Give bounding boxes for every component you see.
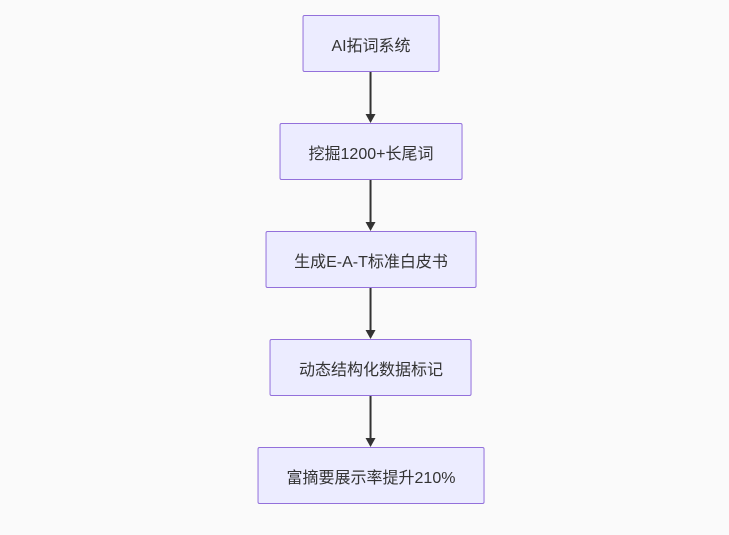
flow-node-label: 生成E-A-T标准白皮书 <box>294 253 448 271</box>
flow-node-rich-snippet-result: 富摘要展示率提升210% <box>257 447 485 504</box>
flow-arrow-2 <box>366 180 376 231</box>
flow-node-label: 挖掘1200+长尾词 <box>308 145 434 163</box>
flow-arrow-1 <box>366 72 376 123</box>
flow-node-label: AI拓词系统 <box>331 37 411 55</box>
flowchart: AI拓词系统 挖掘1200+长尾词 生成E-A-T标准白皮书 动态结构化数据标记 <box>257 15 485 504</box>
arrowhead-down-icon <box>366 330 376 339</box>
flow-arrow-4 <box>366 396 376 447</box>
flow-node-label: 富摘要展示率提升210% <box>286 469 456 487</box>
arrowhead-down-icon <box>366 438 376 447</box>
flow-node-ai-keyword-system: AI拓词系统 <box>302 15 440 72</box>
arrow-line <box>370 72 372 114</box>
arrow-line <box>370 180 372 222</box>
arrowhead-down-icon <box>366 222 376 231</box>
flow-node-structured-data: 动态结构化数据标记 <box>269 339 472 396</box>
flow-arrow-3 <box>366 288 376 339</box>
arrowhead-down-icon <box>366 114 376 123</box>
arrow-line <box>370 288 372 330</box>
flow-node-longtail-mining: 挖掘1200+长尾词 <box>279 123 463 180</box>
flow-node-label: 动态结构化数据标记 <box>298 361 443 379</box>
flow-node-eat-whitepaper: 生成E-A-T标准白皮书 <box>265 231 477 288</box>
arrow-line <box>370 396 372 438</box>
